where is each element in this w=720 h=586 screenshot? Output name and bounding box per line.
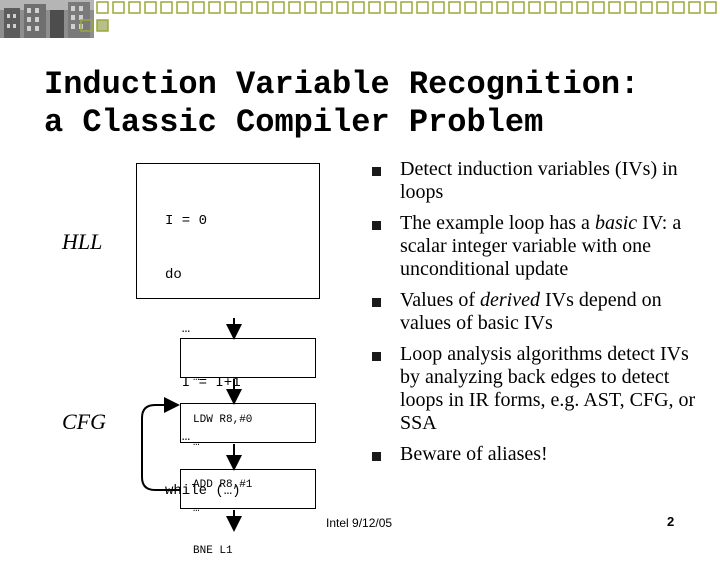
bullet-text: The example loop has a <box>400 212 595 234</box>
title-line-1: Induction Variable Recognition: <box>44 66 640 103</box>
bullet-item: The example loop has a basic IV: a scala… <box>370 212 710 281</box>
footer-date: Intel 9/12/05 <box>326 516 393 530</box>
header-square <box>416 1 429 14</box>
header-square <box>640 1 653 14</box>
bullet-emphasis: derived <box>479 289 540 311</box>
cfg-block-line: LDW R8,#0 <box>193 414 253 426</box>
header-square <box>624 1 637 14</box>
cfg-block-line: … <box>193 503 200 515</box>
header-square <box>352 1 365 14</box>
header-square <box>288 1 301 14</box>
header-square <box>448 1 461 14</box>
header-square <box>512 1 525 14</box>
header-square <box>160 1 173 14</box>
header-square <box>400 1 413 14</box>
bullet-item: Values of derived IVs depend on values o… <box>370 289 710 335</box>
header-square <box>320 1 333 14</box>
square-bullet-icon <box>372 298 381 307</box>
bullet-item: Beware of aliases! <box>370 443 710 466</box>
cfg-block-1: … LDW R8,#0 <box>180 338 316 426</box>
cfg-block-line: … <box>193 372 200 384</box>
hll-label: HLL <box>62 229 103 254</box>
header-square <box>176 1 189 14</box>
bullet-list: Detect induction variables (IVs) in loop… <box>370 158 710 474</box>
header-square <box>576 1 589 14</box>
header-square <box>432 1 445 14</box>
header-square <box>560 1 573 14</box>
bullet-text: Detect induction variables (IVs) in loop… <box>400 158 678 203</box>
header-square <box>224 1 237 14</box>
header-square <box>368 1 381 14</box>
header-square <box>336 1 349 14</box>
header-square <box>208 1 221 14</box>
square-bullet-icon <box>372 452 381 461</box>
square-bullet-icon <box>372 221 381 230</box>
header-square <box>672 1 685 14</box>
header-squares <box>80 1 717 32</box>
header-square <box>384 1 397 14</box>
hll-code-line: … <box>165 321 191 337</box>
bullet-text: IV: a scalar integer variable with one u… <box>400 212 682 280</box>
hll-code-line: while (…) <box>165 483 241 499</box>
bullet-text: Loop analysis algorithms detect IVs by a… <box>400 343 696 434</box>
bullet-emphasis: basic <box>594 212 638 234</box>
bullet-item: Detect induction variables (IVs) in loop… <box>370 158 710 204</box>
header-square <box>464 1 477 14</box>
header-square <box>608 1 621 14</box>
header-square <box>480 1 493 14</box>
cfg-block-line: … <box>193 437 200 449</box>
cfg-block-line: ADD R8,#1 <box>193 479 253 491</box>
page-number: 2 <box>667 514 675 529</box>
header-square <box>496 1 509 14</box>
square-bullet-icon <box>372 167 381 176</box>
back-edge-arrow <box>141 397 180 491</box>
bullet-text: Beware of aliases! <box>400 443 548 465</box>
header-square <box>528 1 541 14</box>
header-square <box>192 1 205 14</box>
bullet-item: Loop analysis algorithms detect IVs by a… <box>370 343 710 435</box>
title-line-2: a Classic Compiler Problem <box>44 104 544 141</box>
cfg-block-2: … ADD R8,#1 <box>180 403 316 491</box>
header-square <box>656 1 669 14</box>
bullet-text: Values of <box>400 289 480 311</box>
header-square <box>128 1 141 14</box>
header-square <box>704 1 717 14</box>
header-square <box>592 1 605 14</box>
header-square <box>688 1 701 14</box>
header-square <box>304 1 317 14</box>
header-square <box>112 1 125 14</box>
cfg-label: CFG <box>62 409 106 434</box>
cfg-block-line: BNE L1 <box>193 545 233 557</box>
hll-code-line: I = 0 <box>165 213 208 229</box>
header-square <box>256 1 269 14</box>
bullet-text: IVs depend on values of basic IVs <box>400 289 662 334</box>
header-square <box>144 1 157 14</box>
hll-code: I = 0 do … I = I+1 … while (…) <box>165 176 241 536</box>
square-bullet-icon <box>372 352 381 361</box>
slide-title: Induction Variable Recognition: a Classi… <box>44 66 704 142</box>
hll-code-box: I = 0 do … I = I+1 … while (…) <box>136 163 320 499</box>
header-square <box>240 1 253 14</box>
header-square <box>272 1 285 14</box>
hll-code-line: … <box>165 429 191 445</box>
cfg-arrows <box>141 318 242 532</box>
hll-code-line: do <box>165 267 182 283</box>
header-square <box>544 1 557 14</box>
